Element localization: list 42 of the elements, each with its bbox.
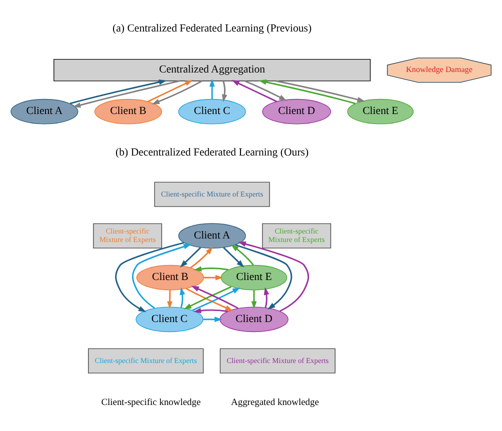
arrow: [264, 287, 270, 308]
arrow: [251, 290, 257, 309]
arrow: [230, 244, 254, 266]
arrow: [223, 247, 244, 268]
arrow: [190, 246, 213, 268]
arrow: [167, 290, 172, 309]
arrow: [209, 78, 215, 100]
node-ellipse: Client E: [220, 264, 288, 290]
node-ellipse: Client A: [10, 98, 78, 124]
label: (a) Centralized Federated Learning (Previous): [112, 22, 312, 34]
arrow: [180, 287, 186, 308]
node-box: Client-specific Mixture of Experts: [93, 223, 162, 248]
label: (b) Decentralized Federated Learning (Ours): [116, 146, 309, 159]
node-box: Client-specific Mixture of Experts: [154, 182, 270, 207]
arrow: [203, 316, 222, 322]
arrow: [258, 80, 356, 104]
arrow: [180, 247, 202, 268]
arrow: [115, 242, 184, 312]
arrow: [72, 80, 180, 108]
arrow: [222, 80, 228, 102]
legend-label: Client-specific knowledge: [101, 398, 201, 408]
arrow: [232, 80, 277, 102]
arrow: [194, 266, 229, 272]
node-ellipse: Client E: [347, 98, 414, 124]
arrow: [148, 80, 193, 102]
node-box: Centralized Aggregation: [54, 58, 371, 82]
node-box: Client-specific Mixture of Experts: [88, 348, 204, 374]
node-box: Client-specific Mixture of Experts: [220, 348, 336, 374]
legend-label: Aggregated knowledge: [231, 398, 319, 408]
arrow: [193, 308, 228, 314]
arrow: [276, 80, 366, 102]
arrow: [244, 80, 287, 101]
node-box: Client-specific Mixture of Experts: [262, 223, 332, 248]
arrow: [204, 274, 224, 280]
arrow: [235, 244, 292, 310]
node-ellipse: Client D: [262, 98, 332, 124]
arrow: [238, 241, 310, 312]
node-ellipse: Client D: [220, 306, 288, 332]
arrow: [152, 80, 202, 104]
node-ellipse: Client C: [178, 98, 246, 124]
arrow: [70, 79, 167, 104]
arrow: [132, 244, 192, 309]
